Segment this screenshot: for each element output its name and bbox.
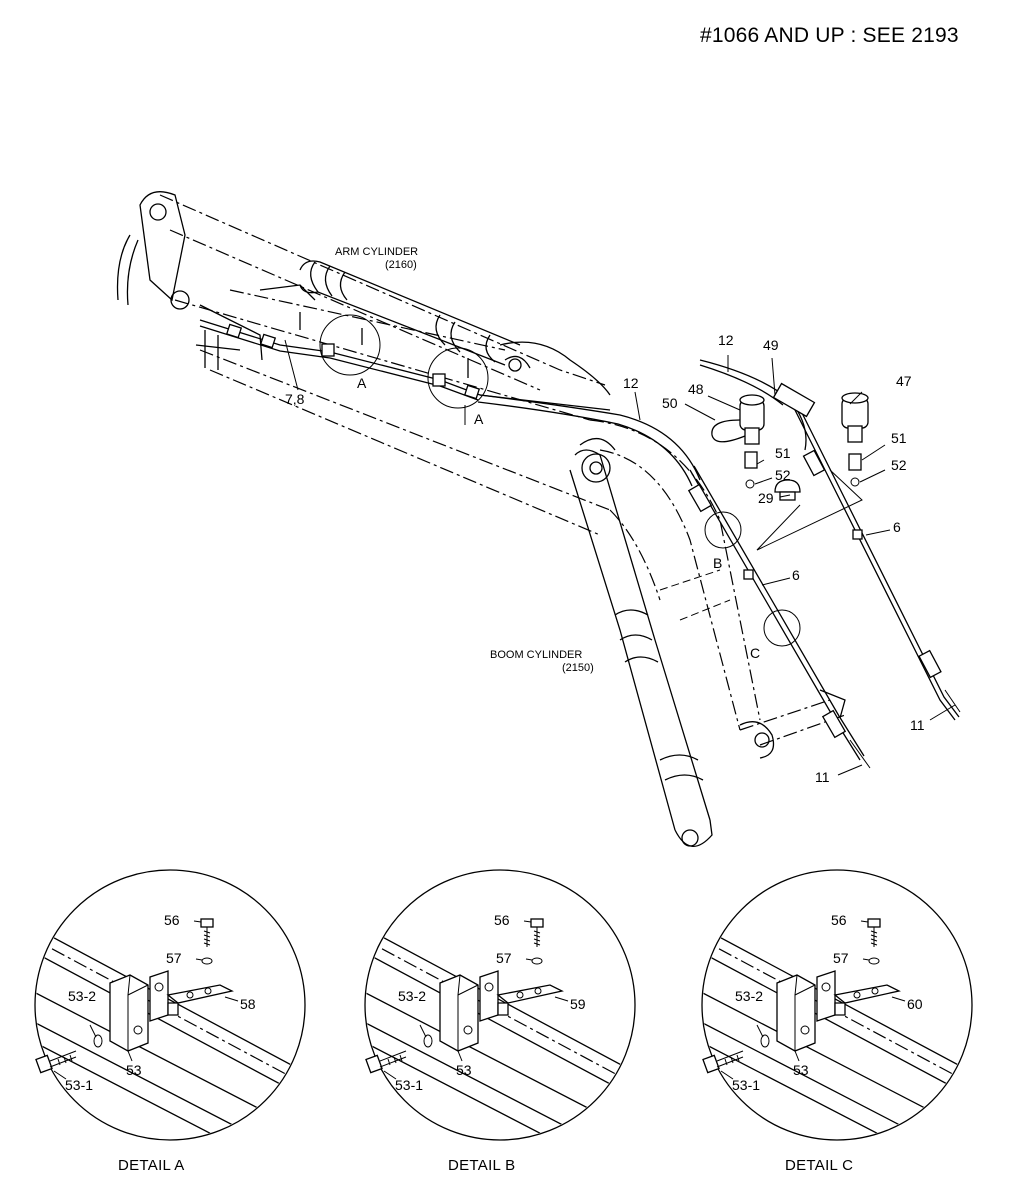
detail-c-clamp-label: 53 <box>793 1062 809 1078</box>
hose-7-8 <box>199 312 481 401</box>
callout-48: 48 <box>688 381 704 397</box>
callout-11-b: 11 <box>815 769 830 785</box>
detail-a: 56 57 58 53-2 53 53-1 DETAIL A <box>30 870 310 1185</box>
arm-cylinder-name: ARM CYLINDER <box>335 246 418 258</box>
detail-b-title: DETAIL B <box>448 1157 515 1174</box>
boom-cylinder-name: BOOM CYLINDER <box>490 649 582 661</box>
detail-b-washer-label: 57 <box>496 950 512 966</box>
boom-cylinder-ref: (2150) <box>562 662 594 674</box>
leader-lines <box>634 355 956 776</box>
callout-51-a: 51 <box>775 445 791 461</box>
detail-a-marker-2 <box>427 347 489 409</box>
arm-outline <box>116 191 611 536</box>
detail-a-clamp-bolt-label: 53-1 <box>65 1077 93 1093</box>
arm-cylinder-ref: (2160) <box>385 259 417 271</box>
detail-b: 56 57 59 53-2 53 53-1 DETAIL B <box>360 870 640 1185</box>
detail-a-title: DETAIL A <box>118 1157 185 1174</box>
detail-c-bolt-label: 56 <box>831 912 847 928</box>
callout-c: C <box>750 645 760 661</box>
pipe-6 <box>687 396 961 769</box>
detail-b-marker <box>704 511 742 549</box>
callout-29: 29 <box>758 490 774 506</box>
callout-47: 47 <box>896 373 912 389</box>
detail-c-marker <box>763 609 801 647</box>
detail-a-marker-1 <box>319 314 381 376</box>
arm-cylinder <box>299 260 521 366</box>
callout-12-a: 12 <box>623 375 639 391</box>
callout-a-1: A <box>357 375 367 391</box>
detail-a-washer-label: 57 <box>166 950 182 966</box>
detail-c-bracket-label: 60 <box>907 996 923 1012</box>
callout-52-b: 52 <box>891 457 907 473</box>
callout-51-b: 51 <box>891 430 907 446</box>
detail-b-bracket-label: 59 <box>570 996 586 1012</box>
callout-6-a: 6 <box>893 519 901 535</box>
detail-a-bolt-label: 56 <box>164 912 180 928</box>
detail-b-clamp-washer-label: 53-2 <box>398 988 426 1004</box>
detail-a-clamp-label: 53 <box>126 1062 142 1078</box>
detail-a-clamp-washer-label: 53-2 <box>68 988 96 1004</box>
callout-7-8: 7,8 <box>285 391 305 407</box>
detail-c-clamp-bolt-label: 53-1 <box>732 1077 760 1093</box>
detail-c: 56 57 60 53-2 53 53-1 DETAIL C <box>697 870 977 1185</box>
main-assembly-view: ARM CYLINDER (2160) BOOM CYLINDER (2150)… <box>116 191 961 847</box>
sensor-parts <box>711 382 869 501</box>
header-note: #1066 AND UP : SEE 2193 <box>700 24 959 47</box>
boom-outline <box>589 419 846 759</box>
detail-c-clamp-washer-label: 53-2 <box>735 988 763 1004</box>
callout-a-2: A <box>474 411 484 427</box>
detail-b-bolt-label: 56 <box>494 912 510 928</box>
callout-11-a: 11 <box>910 717 925 733</box>
detail-c-washer-label: 57 <box>833 950 849 966</box>
detail-c-title: DETAIL C <box>785 1157 853 1174</box>
callout-50: 50 <box>662 395 678 411</box>
detail-b-clamp-bolt-label: 53-1 <box>395 1077 423 1093</box>
detail-b-clamp-label: 53 <box>456 1062 472 1078</box>
boom-cylinder <box>569 438 713 847</box>
detail-a-bracket-label: 58 <box>240 996 256 1012</box>
callout-12-b: 12 <box>718 332 734 348</box>
callout-49: 49 <box>763 337 779 353</box>
callout-6-b: 6 <box>792 567 800 583</box>
callout-b: B <box>713 555 722 571</box>
callout-52-a: 52 <box>775 467 791 483</box>
